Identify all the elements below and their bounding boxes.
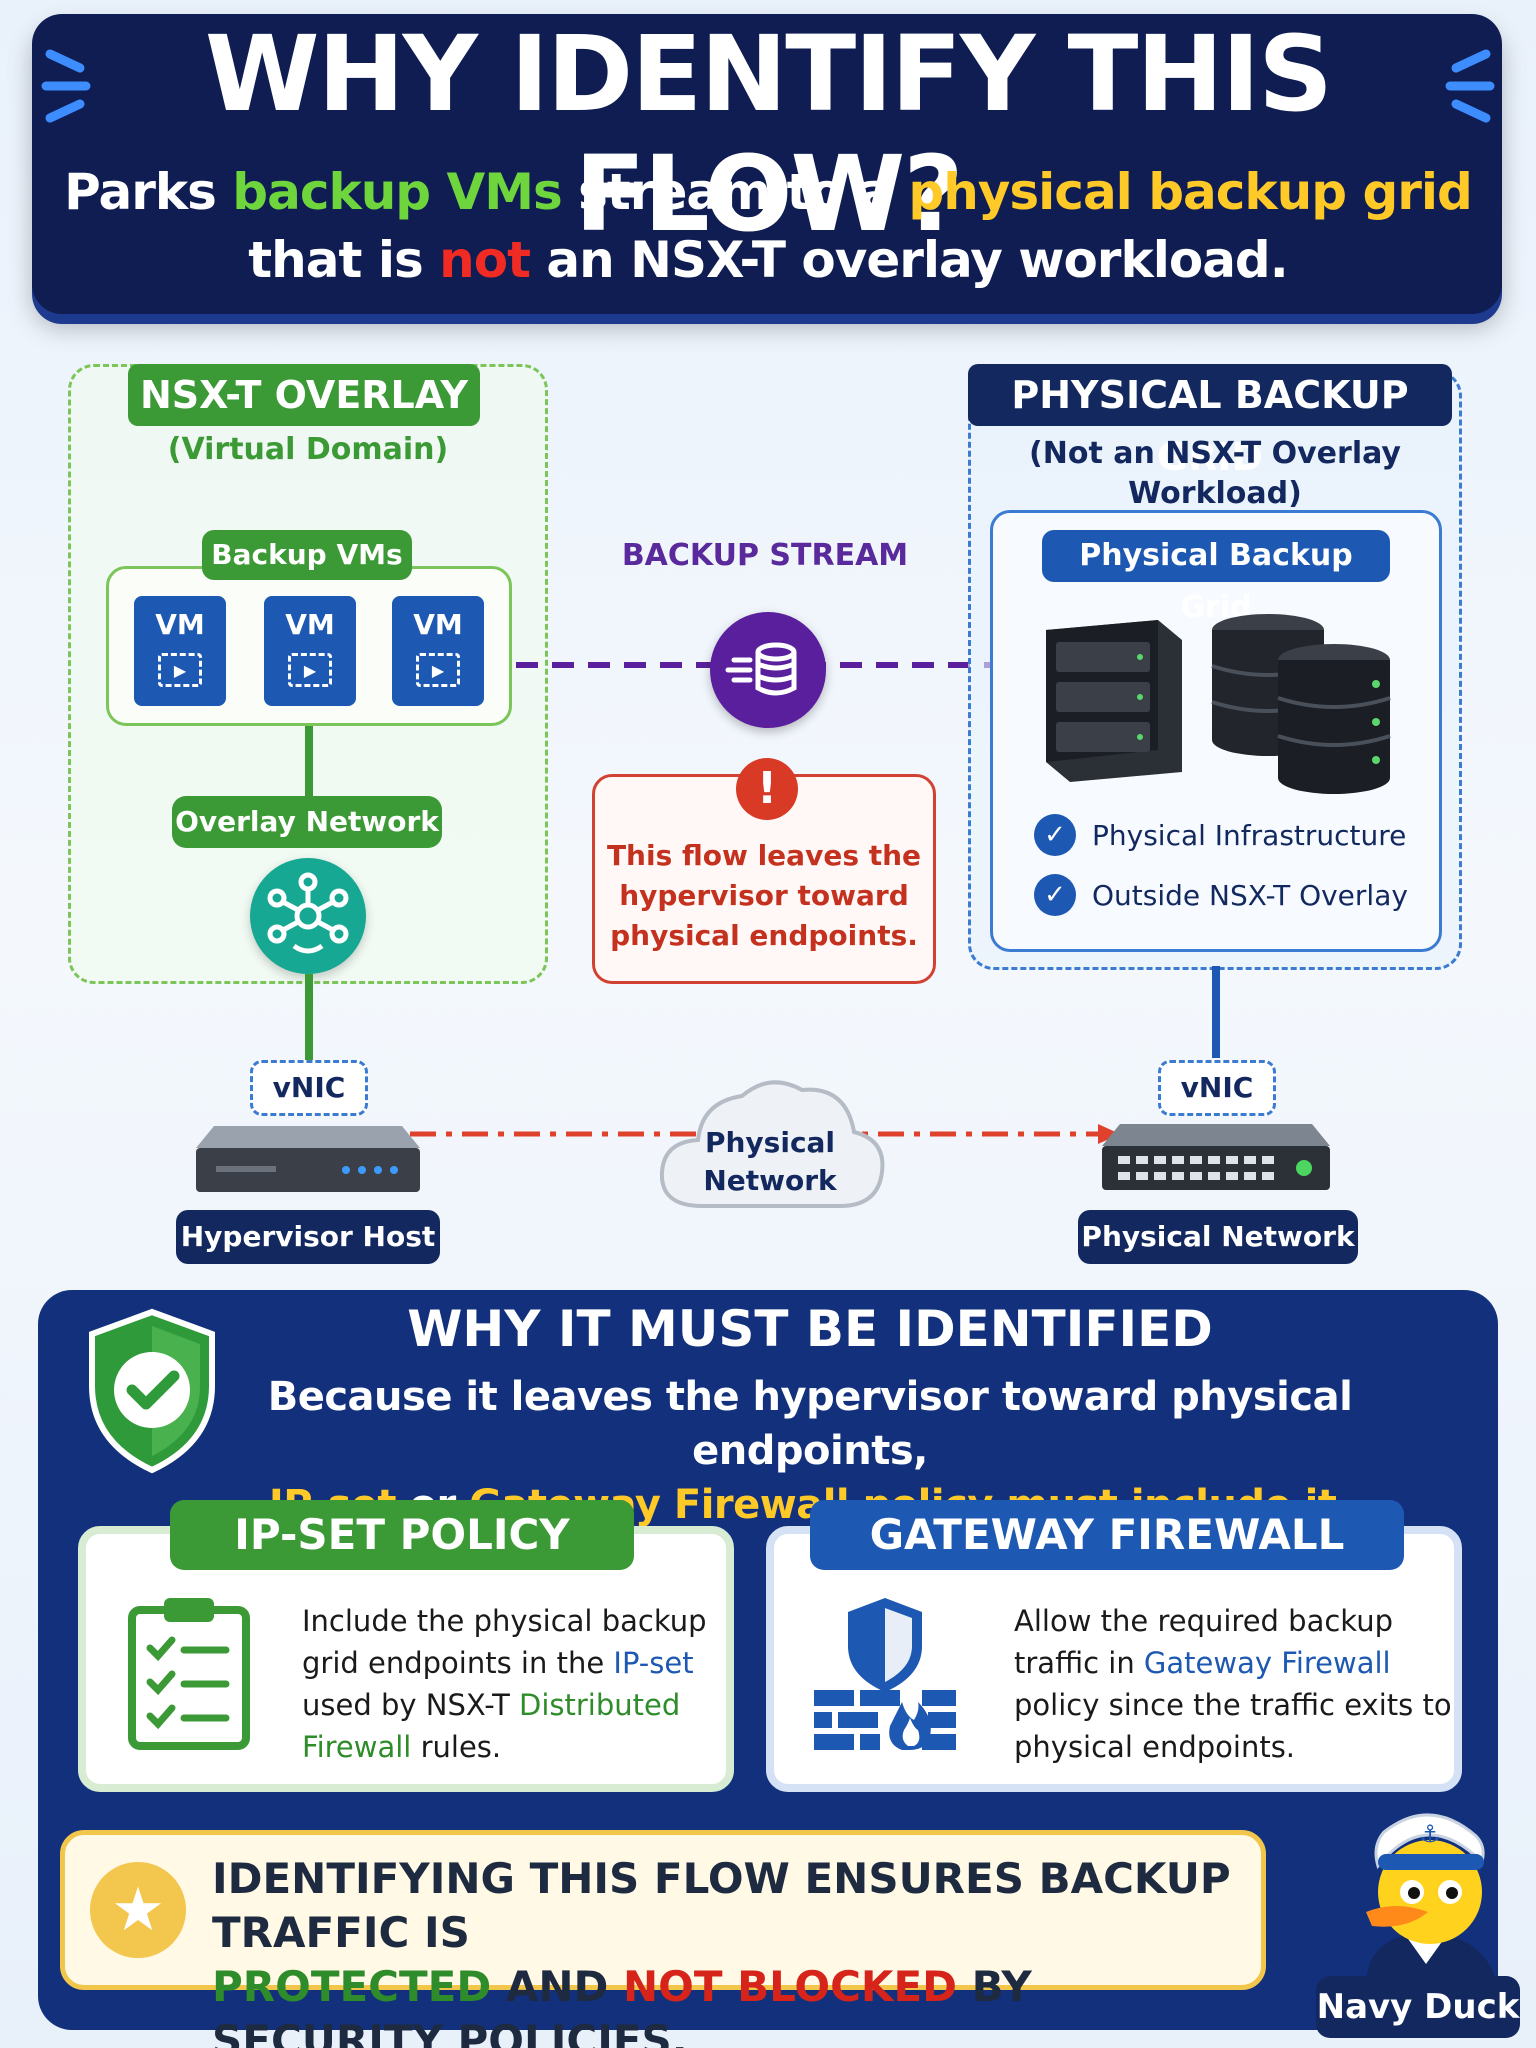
page-subtitle: Parks backup VMs stream to a physical ba… <box>64 163 1473 289</box>
play-icon: ▶ <box>158 653 202 687</box>
connector-line <box>305 974 313 1064</box>
overlay-title: NSX-T OVERLAY <box>128 364 480 426</box>
vnic-badge: vNIC <box>250 1060 368 1116</box>
checkmark-icon: ✓ <box>1034 874 1076 916</box>
gateway-policy-title: GATEWAY FIREWALL POLICY <box>810 1500 1404 1629</box>
conclusion-text: IDENTIFYING THIS FLOW ENSURES BACKUP TRA… <box>212 1854 1231 2048</box>
alert-icon: ! <box>736 758 798 820</box>
play-icon: ▶ <box>288 653 332 687</box>
navy-duck-mascot-icon: ⚓ <box>1326 1796 1526 1990</box>
vnic-badge: vNIC <box>1158 1060 1276 1116</box>
connector-line <box>305 726 313 814</box>
physical-grid-label: Physical Backup Grid <box>1042 530 1390 625</box>
why-title: WHY IT MUST BE IDENTIFIED <box>407 1300 1213 1358</box>
svg-text:⚓: ⚓ <box>1419 1820 1441 1848</box>
sparkle-left-icon <box>40 40 100 147</box>
server-storage-icon <box>1032 600 1412 804</box>
cloud-label: Physical Network <box>703 1126 837 1197</box>
checkmark-icon: ✓ <box>1034 814 1076 856</box>
gateway-policy-text: Allow the required backup traffic in Gat… <box>1014 1604 1452 1764</box>
ipset-policy-text: Include the physical backup grid endpoin… <box>302 1604 707 1764</box>
firewall-shield-icon <box>810 1594 960 1758</box>
vm-node: VM ▶ <box>134 596 226 706</box>
backup-vms-label: Backup VMs <box>202 530 412 580</box>
play-icon: ▶ <box>416 653 460 687</box>
vm-node: VM ▶ <box>392 596 484 706</box>
network-hub-icon <box>250 858 366 974</box>
check-item: ✓ Outside NSX-T Overlay <box>1034 874 1408 916</box>
vm-label: VM <box>285 608 335 641</box>
check-label: Outside NSX-T Overlay <box>1092 878 1408 912</box>
cloud-icon <box>650 1066 890 1230</box>
star-badge-icon: ★ <box>90 1862 186 1958</box>
vm-label: VM <box>155 608 205 641</box>
network-switch-icon <box>1102 1124 1330 1198</box>
header-banner <box>32 14 1502 314</box>
shield-check-icon <box>82 1306 222 1480</box>
hypervisor-host-icon <box>196 1126 420 1200</box>
backup-stream-label: BACKUP STREAM <box>621 538 909 573</box>
hypervisor-host-label: Hypervisor Host <box>176 1210 440 1264</box>
overlay-network-label: Overlay Network <box>172 796 442 848</box>
vm-node: VM ▶ <box>264 596 356 706</box>
clipboard-checklist-icon <box>124 1592 254 1756</box>
check-label: Physical Infrastructure <box>1092 818 1407 852</box>
ipset-policy-title: IP-SET POLICY <box>170 1500 634 1570</box>
physical-grid-title: PHYSICAL BACKUP GRID <box>968 364 1452 479</box>
connector-line <box>1212 966 1220 1058</box>
vm-label: VM <box>413 608 463 641</box>
database-stream-icon <box>710 612 826 728</box>
physical-grid-subtitle: (Not an NSX-T Overlay Workload) <box>1029 436 1401 511</box>
check-item: ✓ Physical Infrastructure <box>1034 814 1406 856</box>
physical-network-label: Physical Network <box>1078 1210 1358 1264</box>
physical-flow-arrow <box>410 1124 1120 1144</box>
conclusion-banner <box>60 1830 1266 1990</box>
mascot-label: Navy Duck <box>1316 1976 1520 2038</box>
warning-text: This flow leaves the hypervisor toward p… <box>606 839 922 952</box>
overlay-subtitle: (Virtual Domain) <box>167 432 449 467</box>
page-title: WHY IDENTIFY THIS FLOW? <box>204 13 1333 255</box>
sparkle-right-icon <box>1436 40 1496 147</box>
